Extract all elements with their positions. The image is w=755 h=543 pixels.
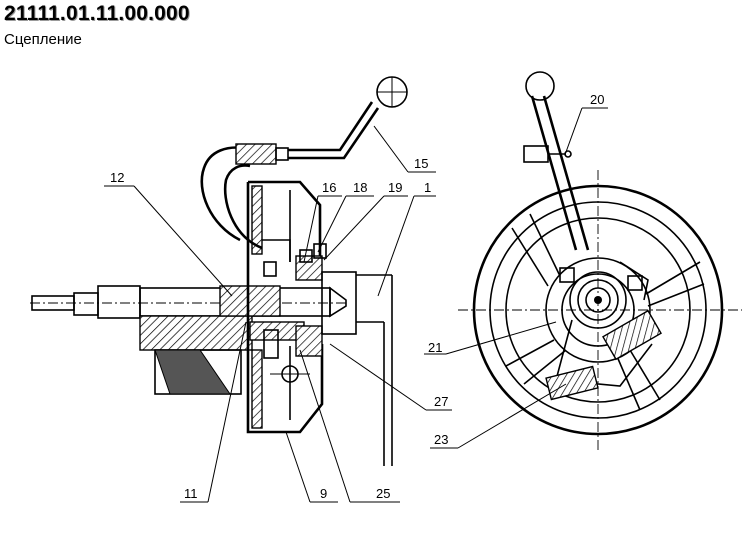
callout-1: 1 [424,180,431,195]
bearing-cover [321,271,357,335]
clutch-housing [246,180,327,434]
callout-21: 21 [428,340,442,355]
callout-16: 16 [322,180,336,195]
flywheel [458,170,742,450]
control-lever [200,76,408,250]
callout-18: 18 [353,180,367,195]
callout-12: 12 [110,170,124,185]
callout-15: 15 [414,156,428,171]
page-title: 21111.01.11.00.000 [4,2,190,25]
callout-19: 19 [388,180,402,195]
callout-25: 25 [376,486,390,501]
front-lever [523,71,662,401]
callout-27: 27 [434,394,448,409]
leader-lines [104,107,608,503]
side-section-view [30,76,408,466]
callout-9: 9 [320,486,327,501]
callout-23: 23 [434,432,448,447]
input-shaft [30,285,348,319]
page-subtitle: Сцепление [4,31,82,48]
clutch-hub [139,285,305,395]
callout-20: 20 [590,92,604,107]
front-view [458,71,742,450]
release-bearing [569,271,627,329]
callout-11: 11 [184,486,198,501]
